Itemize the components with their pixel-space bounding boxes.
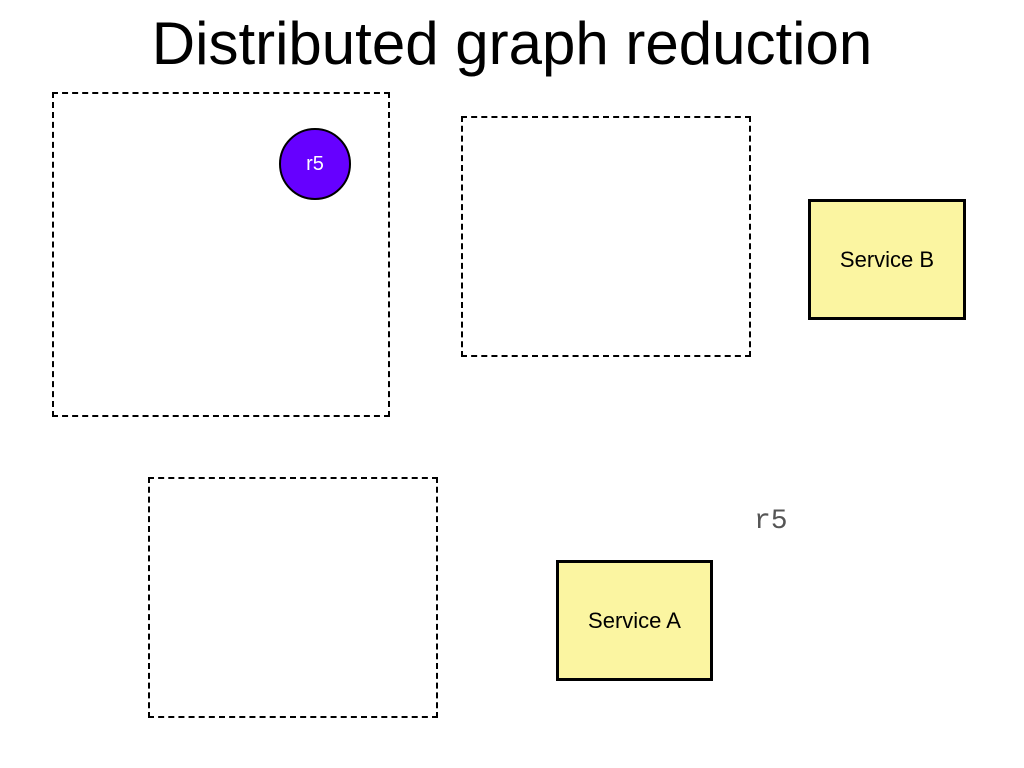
graph-node-r5: r5 bbox=[279, 128, 351, 200]
diagram-title: Distributed graph reduction bbox=[151, 10, 873, 77]
service-b-label: Service B bbox=[839, 246, 935, 272]
machine-box-top-center bbox=[461, 116, 751, 357]
service-a-box: Service A bbox=[556, 560, 713, 681]
message-label: r5 bbox=[754, 506, 788, 537]
machine-box-top-left bbox=[52, 92, 390, 417]
service-a-label: Service A bbox=[588, 607, 681, 633]
machine-box-bottom-left bbox=[148, 477, 438, 718]
service-b-box: Service B bbox=[808, 199, 966, 320]
graph-node-label: r5 bbox=[306, 152, 324, 175]
